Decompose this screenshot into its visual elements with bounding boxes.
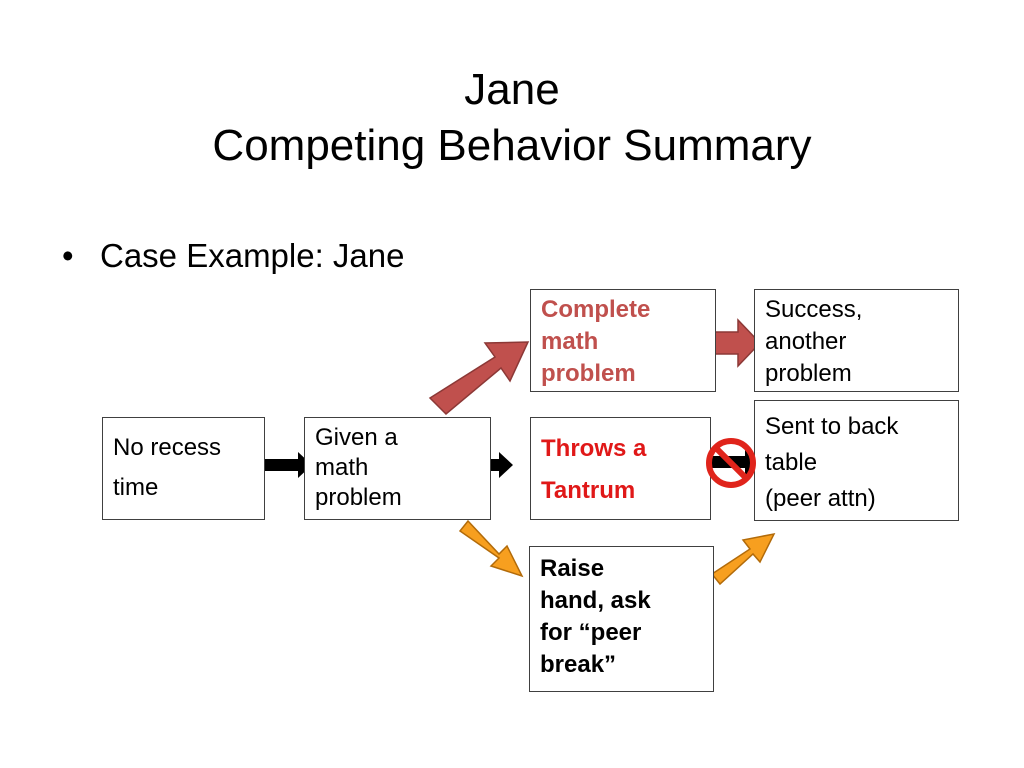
desired-consequence-box: Success, another problem <box>754 289 959 392</box>
arrow-setting-to-antecedent <box>263 452 312 478</box>
problem-behavior-line: Throws a <box>541 435 647 462</box>
setting-event-line: No recess <box>113 434 222 461</box>
arrow-antecedent-to-problem <box>484 452 513 478</box>
replacement-behavior-line: hand, ask <box>540 587 651 614</box>
desired-consequence-line: problem <box>765 360 852 387</box>
setting-event-box: No recess time <box>102 417 265 520</box>
page-title: Jane Competing Behavior Summary <box>0 62 1024 174</box>
arrow-replacement-to-consequence <box>710 532 776 586</box>
bullet-dot: • <box>62 237 74 274</box>
replacement-behavior-line: Raise <box>540 555 605 582</box>
problem-consequence-box: Sent to back table (peer attn) <box>754 400 959 521</box>
title-line-1: Jane <box>464 65 560 114</box>
antecedent-line: math <box>315 454 369 481</box>
setting-event-line: time <box>113 474 159 501</box>
arrow-to-replacement-behavior <box>458 519 524 578</box>
problem-consequence-line: Sent to back <box>765 413 899 440</box>
desired-behavior-line: math <box>541 328 599 355</box>
replacement-behavior-box: Raise hand, ask for “peer break” <box>529 546 714 692</box>
desired-consequence-line: Success, <box>765 296 863 323</box>
desired-consequence-line: another <box>765 328 847 355</box>
replacement-behavior-line: for “peer <box>540 619 642 646</box>
problem-behavior-line: Tantrum <box>541 477 636 504</box>
antecedent-line: Given a <box>315 424 398 451</box>
problem-behavior-box: Throws a Tantrum <box>530 417 711 520</box>
desired-behavior-line: problem <box>541 360 636 387</box>
arrow-to-desired-behavior <box>428 341 530 416</box>
replacement-behavior-line: break” <box>540 651 617 678</box>
problem-consequence-line: table <box>765 449 818 476</box>
title-line-2: Competing Behavior Summary <box>212 121 812 170</box>
bullet-item: • Case Example: Jane <box>62 234 405 278</box>
bullet-text: Case Example: Jane <box>100 237 405 274</box>
antecedent-line: problem <box>315 484 402 511</box>
no-symbol-icon <box>706 438 756 488</box>
problem-consequence-line: (peer attn) <box>765 485 876 512</box>
desired-behavior-line: Complete <box>541 296 651 323</box>
desired-behavior-box: Complete math problem <box>530 289 716 392</box>
antecedent-box: Given a math problem <box>304 417 491 520</box>
